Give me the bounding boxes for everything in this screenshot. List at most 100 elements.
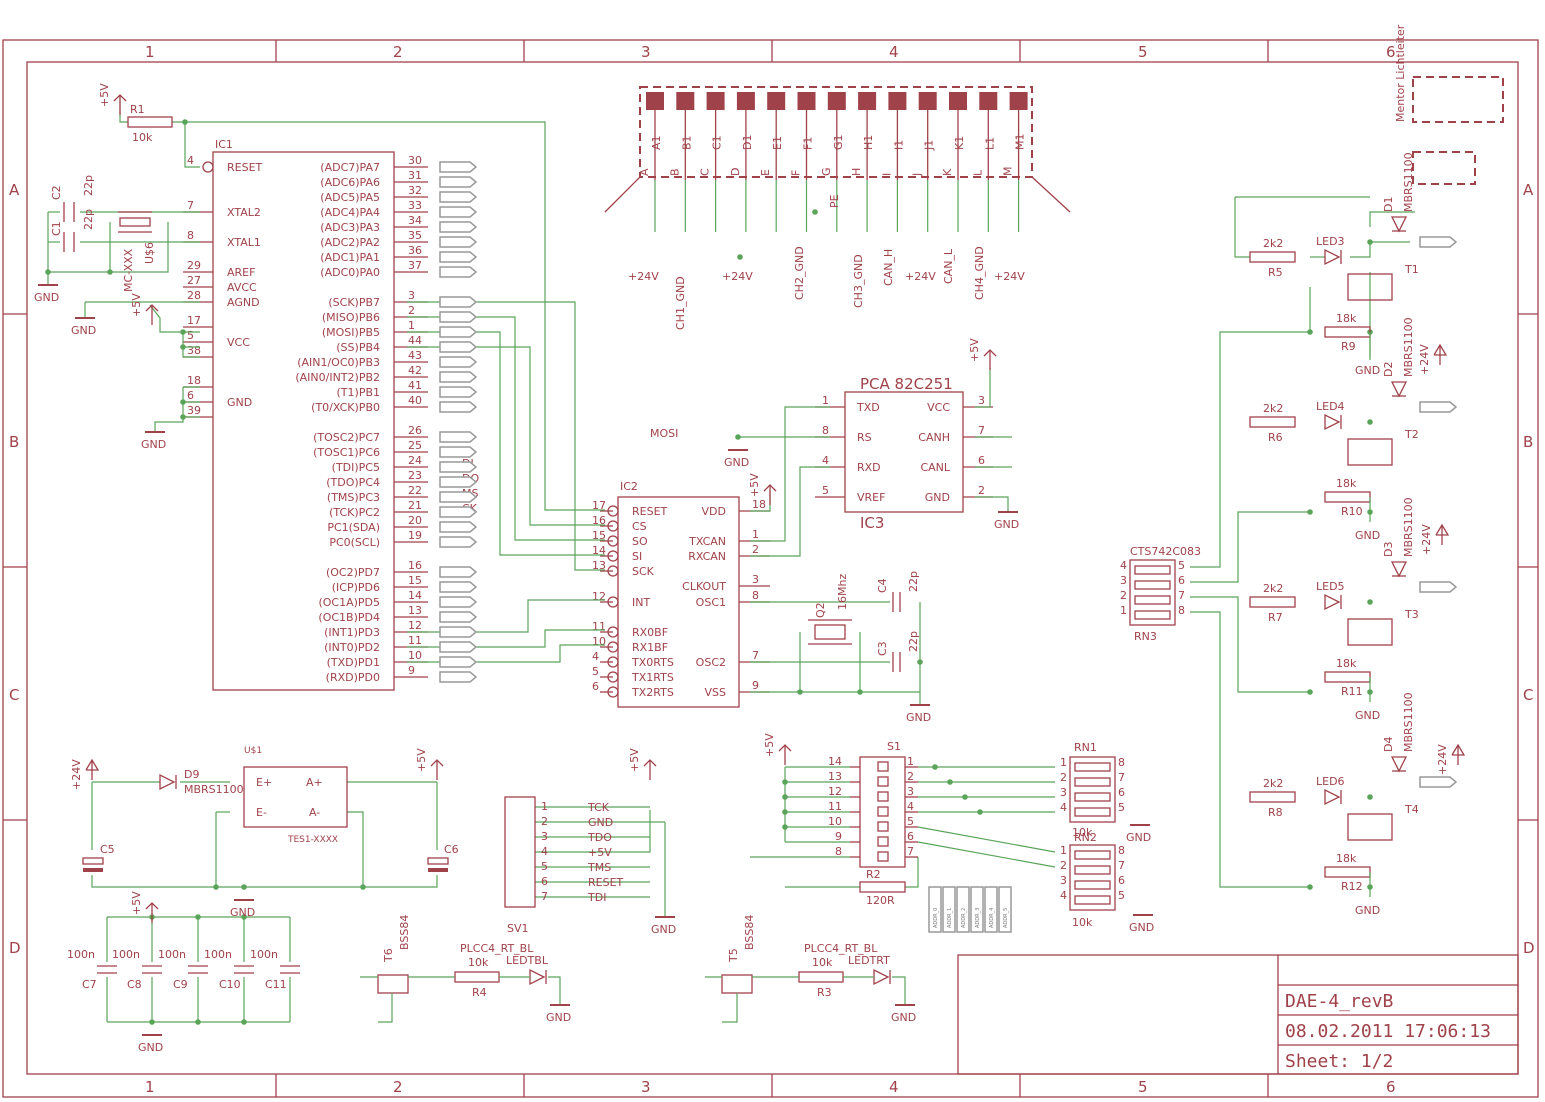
s1-pin-left: 9 bbox=[835, 830, 842, 843]
q2-value: 16Mhz bbox=[836, 574, 849, 610]
ic3-pin-number: 6 bbox=[978, 454, 985, 467]
connector-pin-letter: M bbox=[1002, 167, 1015, 177]
r2-value: 120R bbox=[866, 894, 895, 907]
net-label-flags bbox=[439, 161, 1458, 788]
row-label-left: D bbox=[9, 939, 21, 957]
supply-gnd-label: GND bbox=[1129, 921, 1154, 934]
output-res-b-value: 18k bbox=[1336, 852, 1357, 865]
drawing-frame bbox=[2, 39, 1539, 1098]
r3-ref: R3 bbox=[817, 986, 832, 999]
sv1-pin-number: 3 bbox=[541, 830, 548, 843]
q2-ref: Q2 bbox=[814, 602, 827, 618]
supply-gnd-label: GND bbox=[906, 711, 931, 724]
cap-ref: C9 bbox=[173, 978, 188, 991]
ic3-pin-name: CANH bbox=[918, 431, 950, 444]
supply-5v-label: +5V bbox=[415, 748, 428, 772]
connector-pin-letter: I bbox=[880, 173, 893, 176]
ic1-pin-name: (AIN0/INT2)PB2 bbox=[295, 371, 380, 384]
ic1-pin-number: 15 bbox=[408, 574, 422, 587]
project-name: DAE-4_revB bbox=[1285, 991, 1393, 1012]
c3-value: 22p bbox=[907, 631, 920, 652]
ic3-pin-number: 3 bbox=[978, 394, 985, 407]
connector-pin-letter: C bbox=[699, 168, 712, 176]
ic1-pin-name: (TDI)PC5 bbox=[332, 461, 380, 474]
ic1-pin-name: (ADC4)PA4 bbox=[320, 206, 380, 219]
project-date: 08.02.2011 17:06:13 bbox=[1285, 1021, 1491, 1042]
connector-pin-label: A1 bbox=[650, 135, 663, 150]
conn-label-ch2-gnd: CH2_GND bbox=[793, 246, 806, 300]
rn-pin-number: 7 bbox=[1118, 771, 1125, 784]
r1-body bbox=[127, 116, 173, 128]
sv1-pin-number: 2 bbox=[541, 815, 548, 828]
conn-label-ch4-gnd: CH4_GND bbox=[973, 246, 986, 300]
ic1-pin-name: (RXD)PD0 bbox=[326, 671, 380, 684]
conn-label-ch3-gnd: CH3_GND bbox=[852, 254, 865, 308]
conn-supply-24v-2: +24V bbox=[722, 270, 753, 283]
ic1-pin-number: 30 bbox=[408, 154, 422, 167]
rn-pin-number: 2 bbox=[1060, 771, 1067, 784]
output-gnd-label: GND bbox=[1355, 364, 1380, 377]
rn-pin-number: 1 bbox=[1060, 756, 1067, 769]
c2-ref: C2 bbox=[50, 185, 63, 200]
column-label-bottom: 2 bbox=[393, 1078, 403, 1096]
rn1-value: 10k bbox=[1072, 826, 1093, 839]
sv1-pin-name: TCK bbox=[587, 801, 610, 814]
sv1-pin-name: RESET bbox=[588, 876, 624, 889]
column-label-top: 1 bbox=[145, 43, 155, 61]
ic2-pin-number: 12 bbox=[592, 590, 606, 603]
rn-pin-number: 7 bbox=[1118, 859, 1125, 872]
ic1-pin-name: (INT1)PD3 bbox=[324, 626, 380, 639]
connector-pin-label: D1 bbox=[741, 135, 754, 150]
ic1-pin-number: 14 bbox=[408, 589, 422, 602]
ic1-pin-name: VCC bbox=[227, 336, 250, 349]
output-gnd-label: GND bbox=[1355, 904, 1380, 917]
s1-pin-right: 6 bbox=[907, 830, 914, 843]
ic1-pin-number: 12 bbox=[408, 619, 422, 632]
ic1-pin-number: 6 bbox=[187, 389, 194, 402]
output-res-a-value: 2k2 bbox=[1263, 777, 1283, 790]
connector-pin-letter: A bbox=[638, 168, 651, 176]
output-res-a-ref: R7 bbox=[1268, 611, 1283, 624]
ic2-pin-number: 18 bbox=[752, 498, 766, 511]
u1-pin-eminus: E- bbox=[256, 806, 267, 819]
connector-pin-label: F1 bbox=[802, 137, 815, 150]
ic1-pin-number: 36 bbox=[408, 244, 422, 257]
s1-pin-right: 7 bbox=[907, 845, 914, 858]
cap-value: 100n bbox=[250, 948, 278, 961]
ic1-pin-number: 18 bbox=[187, 374, 201, 387]
rn-pin-number: 5 bbox=[1118, 801, 1125, 814]
cap-ref: C8 bbox=[127, 978, 142, 991]
s1-pin-right: 5 bbox=[907, 815, 914, 828]
column-label-bottom: 6 bbox=[1386, 1078, 1396, 1096]
ic3-pin-name: VCC bbox=[927, 401, 950, 414]
supply-gnd-label: GND bbox=[724, 456, 749, 469]
addr-label: ADDR_2 bbox=[961, 908, 967, 928]
sheet-number: Sheet: 1/2 bbox=[1285, 1051, 1393, 1072]
supply-5v-label: +5V bbox=[130, 891, 143, 915]
ic1-pin-number: 29 bbox=[187, 259, 201, 272]
ic2-pin-name: SO bbox=[632, 535, 648, 548]
conn-supply-24v-1: +24V bbox=[628, 270, 659, 283]
output-res-b-ref: R9 bbox=[1341, 340, 1356, 353]
rn-pin-number: 7 bbox=[1178, 589, 1185, 602]
ic2-pin-number: 4 bbox=[592, 650, 599, 663]
ic2-pin-name: OSC2 bbox=[696, 656, 726, 669]
output-res-b-value: 18k bbox=[1336, 312, 1357, 325]
row-label-right: D bbox=[1523, 939, 1535, 957]
rn2-value: 10k bbox=[1072, 916, 1093, 929]
ic1-pin-name: (TXD)PD1 bbox=[327, 656, 380, 669]
supply-5v-label: +5V bbox=[98, 83, 111, 107]
rn-pin-number: 2 bbox=[1120, 589, 1127, 602]
ic1-pin-number: 17 bbox=[187, 314, 201, 327]
rn-pin-number: 4 bbox=[1060, 801, 1067, 814]
ic1-pin-name: (TDO)PC4 bbox=[326, 476, 380, 489]
connector-pin-letter: B bbox=[668, 168, 681, 176]
conn-supply-24v-4: +24V bbox=[994, 270, 1025, 283]
cap-ref: C10 bbox=[219, 978, 241, 991]
main-connector: A1AB1BC1CD1DE1EF1FG1GH1HI1IJ1JK1KL1LM1M … bbox=[604, 86, 1071, 330]
ic1-pin-number: 28 bbox=[187, 289, 201, 302]
ic2-pin-number: 2 bbox=[752, 543, 759, 556]
supply-24v-label: +24V bbox=[70, 759, 83, 790]
ic1-pin-number: 23 bbox=[408, 469, 422, 482]
